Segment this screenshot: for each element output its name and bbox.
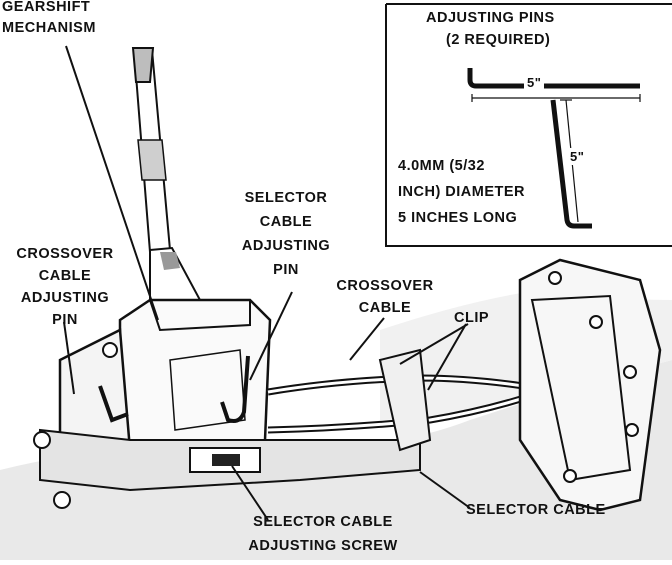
pin-length-horizontal-label: 5" [524,74,545,91]
selector-cable-adjusting-pin-label-1: SELECTOR [244,190,328,206]
selector-cable-adjusting-pin-label-4: PIN [273,262,299,278]
crossover-cable-adjusting-pin-label-1: CROSSOVER [16,246,114,262]
gearshift-mechanism-label-1: GEARSHIFT [2,0,91,15]
adjusting-pins-label-2: (2 REQUIRED) [446,32,551,48]
crossover-cable-adjusting-pin-label-2: CABLE [38,268,92,284]
pin-length-vertical-label: 5" [570,148,585,165]
crossover-cable-label-1: CROSSOVER [336,278,434,294]
leader-lines [63,45,471,521]
transmission-case [518,258,662,512]
pin-spec-label-1: 4.0MM (5/32 [398,158,485,174]
selector-cable-adjusting-screw-label-2: ADJUSTING SCREW [248,538,398,554]
selector-cable-label: SELECTOR CABLE [466,502,606,518]
clip-label: CLIP [454,310,490,326]
pin-spec-label-2: INCH) DIAMETER [398,184,526,200]
crossover-cable-adjusting-pin-label-4: PIN [52,312,78,328]
crossover-cable-adjusting-pin-label-3: ADJUSTING [20,290,110,306]
pin-spec-label-3: 5 INCHES LONG [398,210,518,226]
selector-cable-adjusting-pin-label-3: ADJUSTING [241,238,331,254]
adjusting-pin-horizontal [467,68,641,102]
selector-cable-adjusting-screw-label-1: SELECTOR CABLE [253,514,393,530]
gearshift-mechanism-label-2: MECHANISM [2,20,96,36]
crossover-cable-pin [98,385,129,423]
selector-cable-adjusting-pin-label-2: CABLE [259,214,313,230]
crossover-cable-label-2: CABLE [358,300,412,316]
adjusting-pins-label-1: ADJUSTING PINS [426,10,555,26]
selector-cable-pin [220,355,250,423]
gearshift-lever [131,47,202,312]
